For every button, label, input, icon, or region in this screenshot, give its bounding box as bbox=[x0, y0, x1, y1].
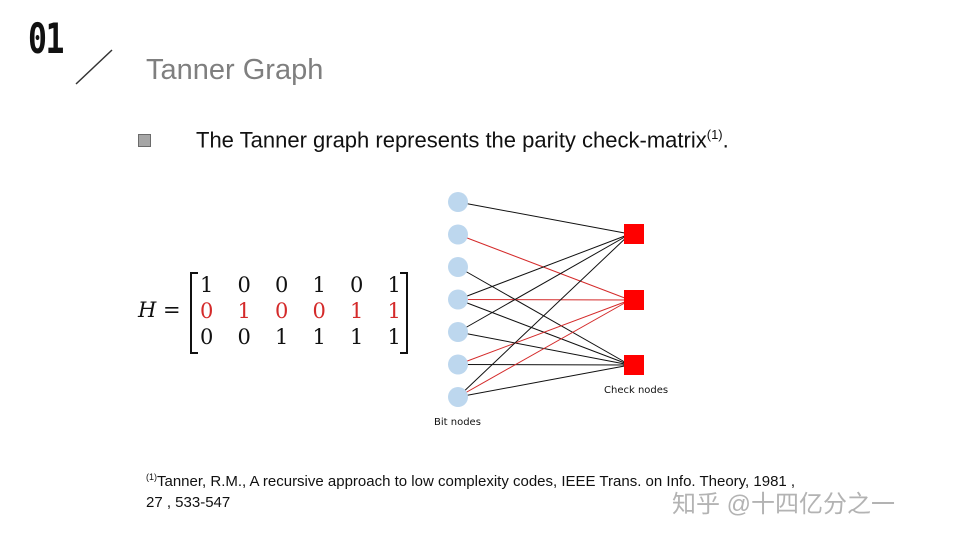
bit-node bbox=[448, 387, 468, 407]
matrix-cell: 1 bbox=[312, 273, 326, 297]
matrix-cell: 1 bbox=[237, 299, 251, 323]
matrix-cell: 0 bbox=[312, 299, 326, 323]
matrix-lhs: H = bbox=[138, 298, 181, 322]
matrix-cell: 0 bbox=[350, 273, 364, 297]
bullet-end: . bbox=[722, 127, 729, 153]
bit-node bbox=[448, 257, 468, 277]
matrix-cell: 0 bbox=[237, 325, 251, 349]
bit-nodes-label: Bit nodes bbox=[434, 417, 481, 428]
matrix-cell: 1 bbox=[200, 273, 214, 297]
check-nodes-label: Check nodes bbox=[604, 385, 668, 396]
bit-nodes bbox=[448, 192, 468, 407]
bit-node bbox=[448, 289, 468, 310]
graph-edge bbox=[457, 201, 631, 235]
bullet-citation: (1) bbox=[706, 127, 723, 142]
matrix-cell: 1 bbox=[350, 325, 364, 349]
graph-edge bbox=[457, 364, 631, 366]
bit-node bbox=[448, 224, 468, 245]
tanner-graph: Bit nodes Check nodes bbox=[434, 192, 668, 428]
matrix-right-bracket bbox=[400, 272, 408, 354]
check-node bbox=[624, 224, 644, 244]
graph-edge bbox=[457, 233, 631, 398]
bullet-main-text: The Tanner graph represents the parity c… bbox=[196, 127, 707, 153]
matrix-cell: 1 bbox=[312, 325, 326, 349]
matrix-cell: 1 bbox=[350, 299, 364, 323]
footnote-text-2: 27 , 533-547 bbox=[146, 494, 231, 511]
graph-edge bbox=[457, 299, 631, 365]
slide-title: Tanner Graph bbox=[146, 54, 324, 86]
graph-edge bbox=[457, 299, 631, 301]
bullet-square-icon bbox=[138, 134, 151, 147]
bit-node bbox=[448, 322, 468, 342]
matrix-cell: 0 bbox=[237, 273, 251, 297]
matrix-cell: 0 bbox=[275, 299, 289, 323]
check-nodes bbox=[624, 224, 644, 375]
bit-node bbox=[448, 192, 468, 212]
watermark: 知乎 @十四亿分之一 bbox=[672, 491, 896, 518]
footnote-citation: (1) bbox=[146, 472, 157, 482]
check-node bbox=[624, 290, 644, 310]
divider-slash bbox=[75, 49, 113, 85]
bit-node bbox=[448, 354, 468, 375]
bullet-text: The Tanner graph represents the parity c… bbox=[196, 127, 729, 153]
graph-edge bbox=[457, 233, 631, 333]
matrix-left-bracket bbox=[190, 272, 198, 354]
matrix-cell: 1 bbox=[387, 273, 401, 297]
graph-edge bbox=[457, 233, 631, 300]
graph-edge bbox=[457, 364, 631, 398]
slide-number: 01 bbox=[28, 14, 64, 63]
graph-edges bbox=[457, 201, 631, 398]
matrix-cell: 1 bbox=[387, 325, 401, 349]
matrix-cell: 0 bbox=[275, 273, 289, 297]
matrix-cell: 1 bbox=[275, 325, 289, 349]
matrix-cell: 0 bbox=[200, 325, 214, 349]
footnote-text: Tanner, R.M., A recursive approach to lo… bbox=[157, 473, 796, 490]
check-node bbox=[624, 355, 644, 375]
footnote: (1)Tanner, R.M., A recursive approach to… bbox=[146, 467, 866, 513]
matrix-cell: 1 bbox=[387, 299, 401, 323]
matrix-cell: 0 bbox=[200, 299, 214, 323]
graph-edge bbox=[457, 299, 631, 398]
